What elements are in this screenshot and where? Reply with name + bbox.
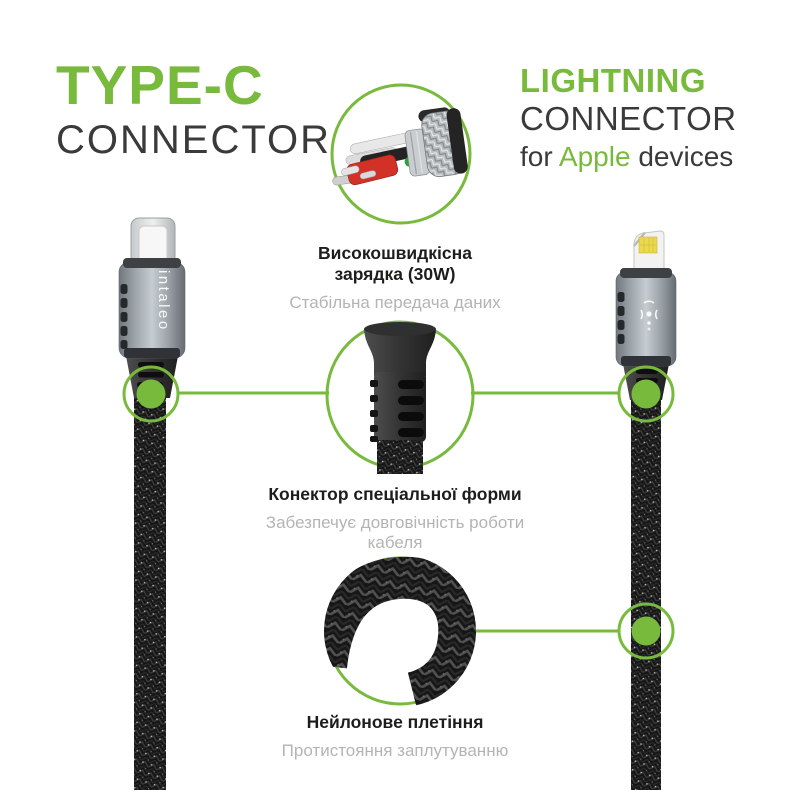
type-c-bottom-collar [124,348,180,358]
marker-dot-braid [631,616,661,646]
marker-circle-lightning [617,365,675,423]
lightning-top-collar [620,268,672,278]
feature-fast-charging: Високошвидкісна зарядка (30W) Стабільна … [235,243,555,313]
feature-subtitle: Стабільна передача даних [289,293,501,312]
feature-title: Нейлонове плетіння [306,712,484,732]
marker-circle-braid [617,602,675,660]
type-c-connector-body [118,261,186,359]
lightning-title: LIGHTNING [520,62,706,99]
braided-cable-right [631,394,661,790]
lightning-grip-ribs [617,292,625,344]
cross-section-illustration [332,107,468,186]
tagline-post: devices [638,141,734,173]
strain-relief-illustration [364,322,436,474]
type-c-top-collar [123,258,181,268]
lightning-connector-body [615,271,677,367]
feature-subtitle: Протистояння заплутуванню [281,741,509,760]
feature-special-connector: Конектор спеціальної форми Забезпечує до… [235,484,555,553]
marker-dot-lightning [631,379,661,409]
marker-circle-typec [122,365,180,423]
detail-circle-outline [330,83,472,225]
detail-circle-cross-section [330,83,472,225]
detail-circle-strain-relief [325,320,475,474]
type-c-header: TYPE-C CONNECTOR [56,54,332,162]
type-c-title: TYPE-C [56,54,264,116]
lightning-header: LIGHTNING CONNECTOR for Apple devices [520,62,755,172]
lightning-bottom-collar [621,356,671,366]
lightning-tagline: for Apple devices [520,142,755,171]
marker-dot-typec [136,379,166,409]
type-c-subtitle: CONNECTOR [56,118,332,162]
intaleo-logo-icon [640,300,658,331]
feature-nylon-braid: Нейлонове плетіння Протистояння заплутув… [235,712,555,761]
lightning-gold-contacts [638,236,658,254]
feature-title: Високошвидкісна зарядка (30W) [318,243,472,284]
feature-subtitle: Забезпечує довговічність роботи кабеля [265,513,525,552]
lightning-subtitle: CONNECTOR [520,99,737,137]
brand-logo-text: intaleo [155,270,172,332]
braid-bend-illustration [324,556,476,707]
lightning-cable [615,230,677,790]
tagline-brand: Apple [558,141,631,173]
callout-lines [178,391,619,633]
braided-cable-left [134,394,166,790]
tagline-pre: for [520,141,553,173]
feature-title: Конектор спеціальної форми [268,484,522,504]
type-c-grip-ribs [120,284,128,349]
detail-circle-braid [324,556,476,707]
type-c-cable: intaleo [118,217,186,790]
